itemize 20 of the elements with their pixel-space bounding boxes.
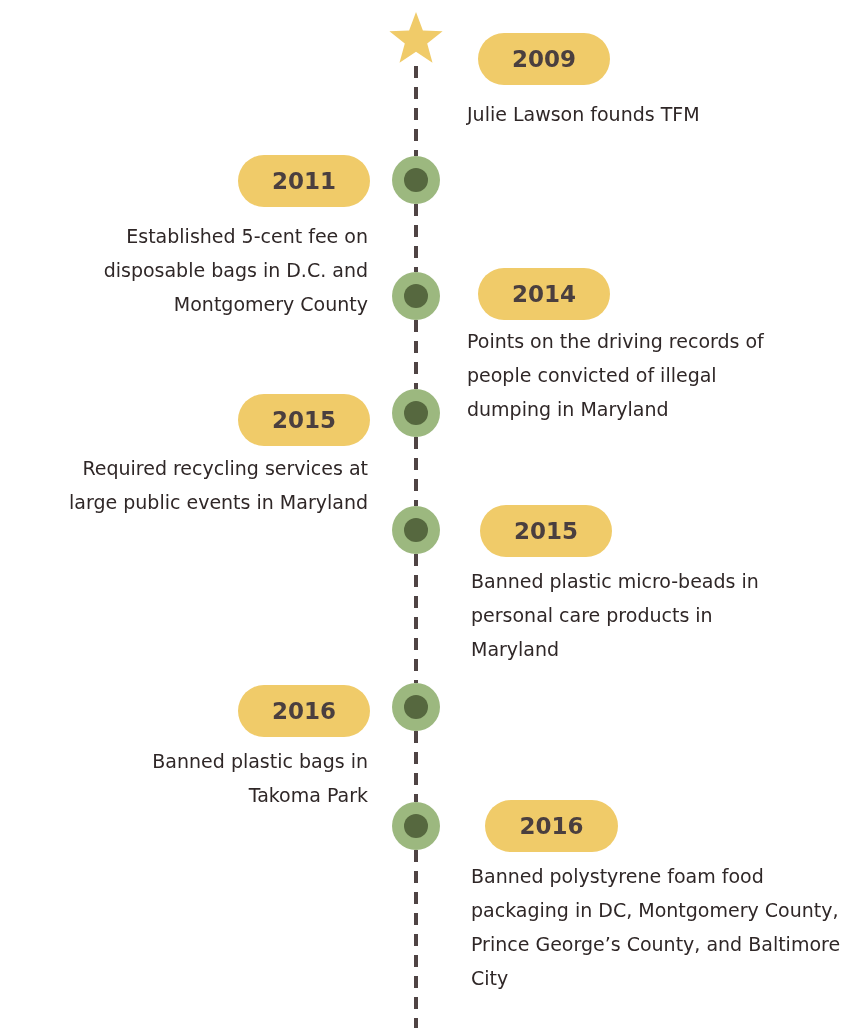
year-label: 2015 xyxy=(480,505,612,557)
year-label: 2016 xyxy=(238,685,370,737)
timeline-line xyxy=(414,320,418,389)
year-label: 2011 xyxy=(238,155,370,207)
event-description: Julie Lawson founds TFM xyxy=(467,102,701,127)
timeline-line xyxy=(414,850,418,1028)
timeline-line xyxy=(414,731,418,802)
timeline-line xyxy=(414,554,418,683)
year-label: 2009 xyxy=(478,33,610,85)
timeline-line xyxy=(414,437,418,506)
event-description: Banned plastic bags in Takoma Park xyxy=(151,749,368,808)
event-description: Points on the driving records of people convicted of illegal dumping in Maryland xyxy=(467,329,765,422)
year-label: 2014 xyxy=(478,268,610,320)
year-label: 2016 xyxy=(485,800,618,852)
event-description: Required recycling services at large public events in Maryland xyxy=(68,456,368,515)
timeline-line xyxy=(414,204,418,272)
event-description: Banned plastic micro-beads in personal care products in Maryland xyxy=(471,569,760,662)
event-description: Established 5-cent fee on disposable bags in D.C. and Montgomery County xyxy=(102,224,368,317)
event-description: Banned polystyrene foam food packaging in DC, Montgomery County, Prince George’s County, and Baltimore City xyxy=(471,864,841,991)
year-label: 2015 xyxy=(238,394,370,446)
